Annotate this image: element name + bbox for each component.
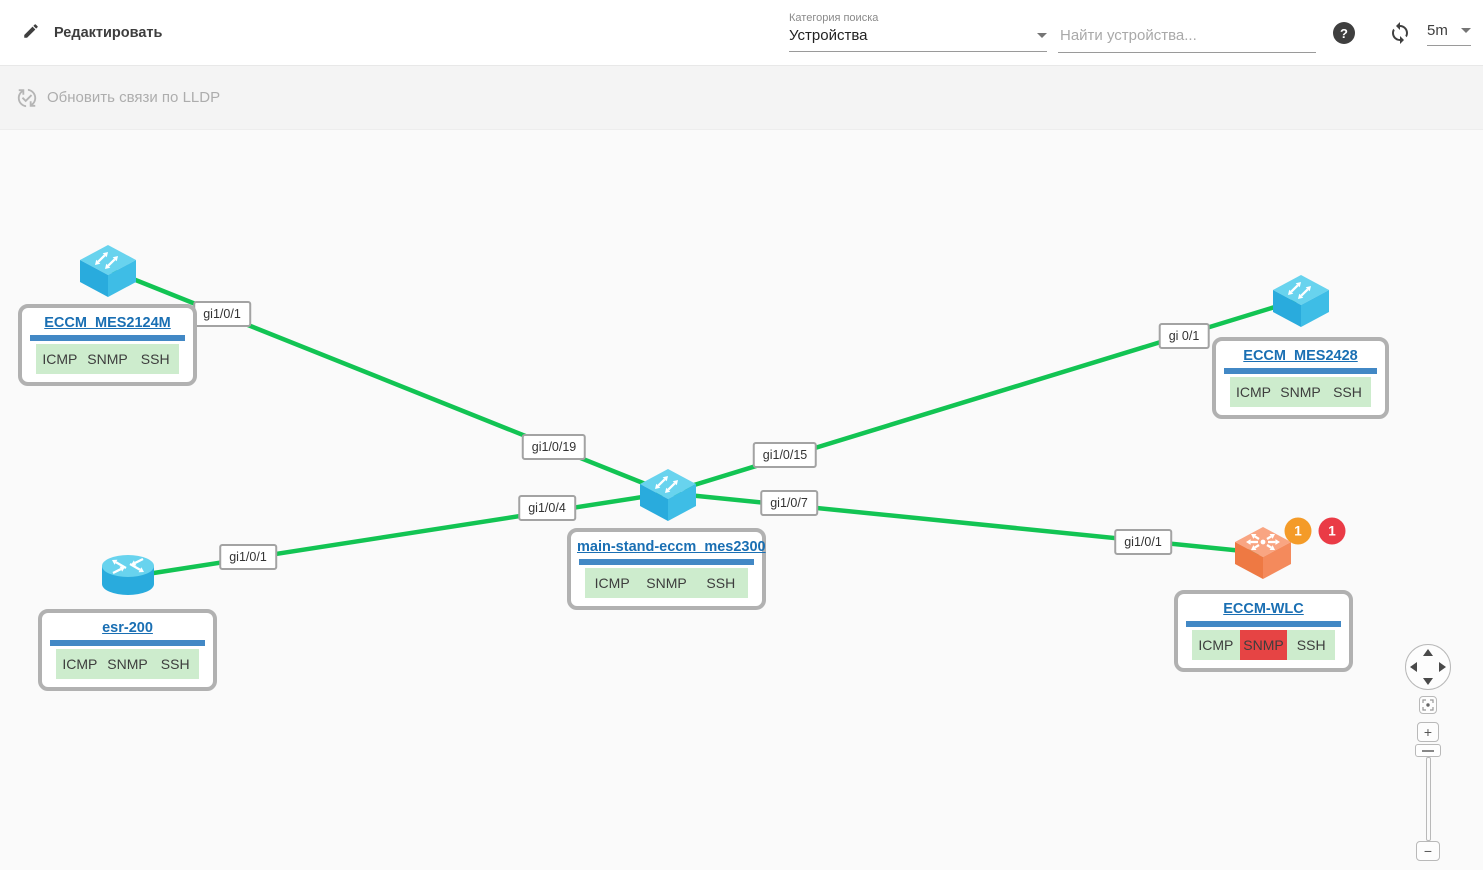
zoom-slider-track[interactable] [1425, 757, 1431, 841]
chevron-down-icon [1461, 28, 1471, 33]
sync-icon [1392, 22, 1408, 44]
title-underline-bar [579, 559, 754, 565]
pan-up-icon[interactable] [1423, 649, 1433, 656]
pan-control[interactable] [1405, 644, 1451, 690]
update-lldp-button[interactable]: Обновить связи по LLDP [16, 87, 220, 109]
search-input[interactable] [1058, 27, 1316, 53]
alert-badge-error[interactable]: 1 [1318, 517, 1346, 545]
port-label[interactable]: gi1/0/7 [760, 490, 818, 516]
zoom-slider-handle[interactable] [1415, 744, 1441, 757]
port-label[interactable]: gi1/0/4 [518, 495, 576, 521]
device-search [1058, 27, 1316, 53]
update-lldp-label: Обновить связи по LLDP [47, 89, 221, 106]
port-label[interactable]: gi1/0/19 [521, 434, 587, 460]
status-snmp[interactable]: SNMP [103, 649, 152, 679]
device-icon-wlc[interactable] [1233, 525, 1293, 586]
device-icon-router[interactable] [98, 551, 158, 608]
search-category-label: Категория поиска [789, 12, 879, 24]
search-category-value: Устройства [789, 27, 868, 44]
map-navigation: + − [1405, 644, 1451, 861]
actions-bar: Обновить связи по LLDP [0, 66, 1483, 130]
pencil-icon [22, 22, 40, 45]
device-title[interactable]: ECCM_MES2428 [1243, 348, 1358, 364]
device-icon-switch[interactable] [1271, 273, 1331, 334]
title-underline-bar [30, 335, 185, 341]
question-icon: ? [1340, 25, 1348, 41]
title-underline-bar [1224, 368, 1377, 374]
alert-badge-warning[interactable]: 1 [1284, 517, 1312, 545]
status-snmp[interactable]: SNMP [1239, 630, 1288, 660]
pan-right-icon[interactable] [1439, 662, 1446, 672]
status-icmp[interactable]: ICMP [36, 344, 84, 374]
status-ssh[interactable]: SSH [693, 568, 748, 598]
title-underline-bar [50, 640, 205, 646]
pan-down-icon[interactable] [1423, 678, 1433, 685]
top-toolbar: Редактировать Категория поиска Устройств… [0, 0, 1483, 66]
status-ssh[interactable]: SSH [1287, 630, 1336, 660]
fit-view-button[interactable] [1419, 696, 1437, 714]
help-button[interactable]: ? [1333, 22, 1355, 44]
topology-link[interactable] [125, 490, 671, 580]
edit-button[interactable]: Редактировать [22, 0, 162, 66]
status-icmp[interactable]: ICMP [585, 568, 640, 598]
status-snmp[interactable]: SNMP [1277, 377, 1324, 407]
sync-check-icon [17, 88, 37, 107]
status-snmp[interactable]: SNMP [83, 344, 132, 374]
status-snmp[interactable]: SNMP [639, 568, 694, 598]
port-label[interactable]: gi1/0/1 [1114, 529, 1172, 555]
device-title[interactable]: main-stand-eccm_mes2300 [577, 539, 766, 555]
port-label[interactable]: gi1/0/1 [219, 544, 277, 570]
topology-canvas[interactable]: + − gi1/0/1 gi1/0/19 gi1/0/1 gi1/0/4 gi1/0/1… [0, 130, 1483, 869]
device-title[interactable]: esr-200 [102, 620, 153, 636]
device-title[interactable]: ECCM_MES2124M [44, 315, 171, 331]
edit-button-label: Редактировать [54, 25, 163, 41]
device-icon-switch[interactable] [78, 243, 138, 304]
pan-left-icon[interactable] [1410, 662, 1417, 672]
zoom-out-button[interactable]: − [1416, 841, 1440, 861]
refresh-interval-value: 5m [1427, 22, 1448, 39]
status-ssh[interactable]: SSH [131, 344, 180, 374]
zoom-in-button[interactable]: + [1417, 722, 1439, 742]
status-icmp[interactable]: ICMP [1192, 630, 1240, 660]
device-icon-switch[interactable] [638, 467, 698, 528]
center-focus-icon [1422, 699, 1434, 711]
links-layer [105, 266, 1304, 580]
refresh-interval-select[interactable]: 5m [1427, 22, 1471, 46]
device-title[interactable]: ECCM-WLC [1223, 601, 1304, 617]
status-icmp[interactable]: ICMP [1230, 377, 1277, 407]
port-label[interactable]: gi1/0/1 [193, 301, 251, 327]
status-ssh[interactable]: SSH [151, 649, 200, 679]
chevron-down-icon [1037, 33, 1047, 38]
refresh-button[interactable] [1388, 21, 1412, 45]
port-label[interactable]: gi 0/1 [1158, 323, 1210, 349]
status-icmp[interactable]: ICMP [56, 649, 104, 679]
search-category-select[interactable]: Категория поиска Устройства [789, 12, 1047, 52]
port-label[interactable]: gi1/0/15 [752, 442, 818, 468]
title-underline-bar [1186, 621, 1341, 627]
handle-grip-icon [1422, 749, 1434, 752]
status-ssh[interactable]: SSH [1324, 377, 1371, 407]
